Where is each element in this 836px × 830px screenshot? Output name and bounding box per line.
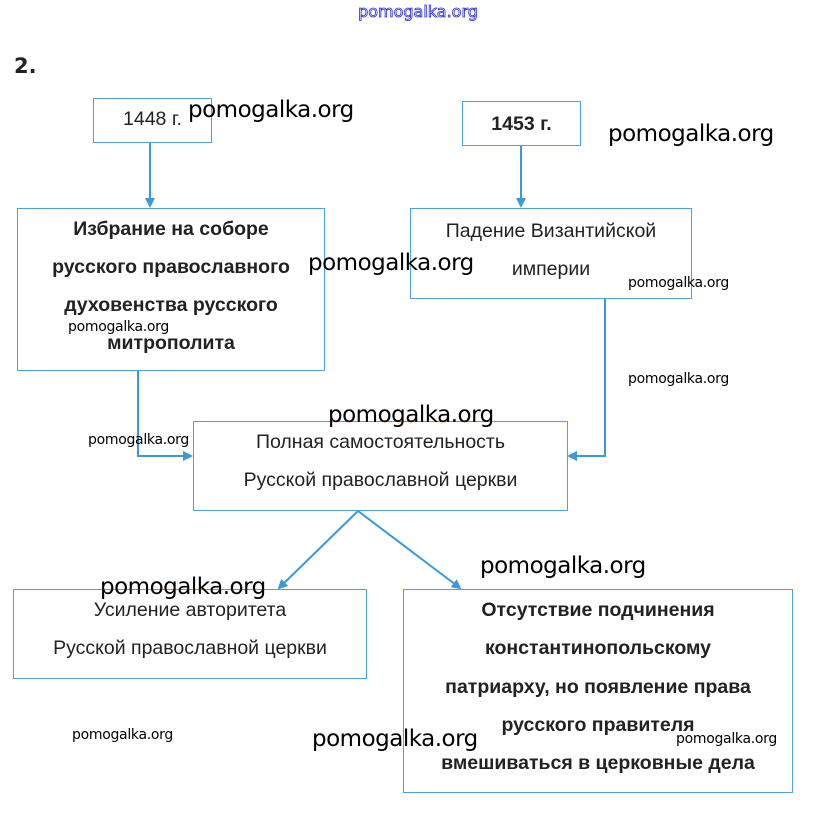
watermark: pomogalka.org <box>628 371 729 387</box>
watermark: pomogalka.org <box>68 319 169 335</box>
node-1448: 1448 г. <box>93 98 212 143</box>
node-text: Падение Византийской <box>445 220 657 242</box>
watermark: pomogalka.org <box>480 553 646 579</box>
node-fall-of-byzantium: Падение Византийской империи <box>410 208 692 299</box>
node-text: 1453 г. <box>491 113 552 135</box>
node-text: духовенства русского <box>64 294 278 316</box>
node-text: империи <box>511 258 591 280</box>
watermark: pomogalka.org <box>88 432 189 448</box>
node-text: Усиление авторитета <box>93 599 287 621</box>
node-text: митрополита <box>107 332 235 354</box>
arrow-fall-to-independence <box>567 298 606 461</box>
node-1453: 1453 г. <box>462 101 581 146</box>
watermark: pomogalka.org <box>312 726 478 752</box>
task-number: 2. <box>14 54 37 78</box>
watermark: pomogalka.org <box>188 97 354 123</box>
node-authority: Усиление авторитета Русской православной… <box>13 589 367 679</box>
watermark: pomogalka.org <box>308 250 474 276</box>
node-text: русского правителя <box>501 714 695 736</box>
node-text: Русской православной церкви <box>243 469 518 491</box>
arrow-independence-to-authority <box>277 510 359 590</box>
node-no-subordination: Отсутствие подчинения константинопольско… <box>403 589 793 793</box>
watermark: pomogalka.org <box>72 727 173 743</box>
node-independence: Полная самостоятельность Русской правосл… <box>193 421 568 511</box>
header-watermark: pomogalka.org <box>358 2 479 22</box>
node-text: Отсутствие подчинения <box>481 599 715 621</box>
watermark: pomogalka.org <box>676 731 777 747</box>
arrow-election-to-independence <box>137 370 193 461</box>
arrow-independence-to-no-subordination <box>357 510 462 590</box>
node-text: русского православного <box>52 256 290 278</box>
node-text: константинопольскому <box>484 637 712 659</box>
watermark: pomogalka.org <box>328 402 494 428</box>
node-text: патриарху, но появление права <box>445 676 751 698</box>
node-text: Избрание на соборе <box>73 218 269 240</box>
watermark: pomogalka.org <box>608 121 774 147</box>
node-text: 1448 г. <box>123 108 182 130</box>
watermark: pomogalka.org <box>628 275 729 291</box>
node-text: Полная самостоятельность <box>255 431 505 453</box>
node-text: Русской православной церкви <box>53 637 327 659</box>
node-election: Избрание на соборе русского православног… <box>17 208 325 371</box>
watermark: pomogalka.org <box>100 574 266 600</box>
node-text: вмешиваться в церковные дела <box>441 752 755 774</box>
